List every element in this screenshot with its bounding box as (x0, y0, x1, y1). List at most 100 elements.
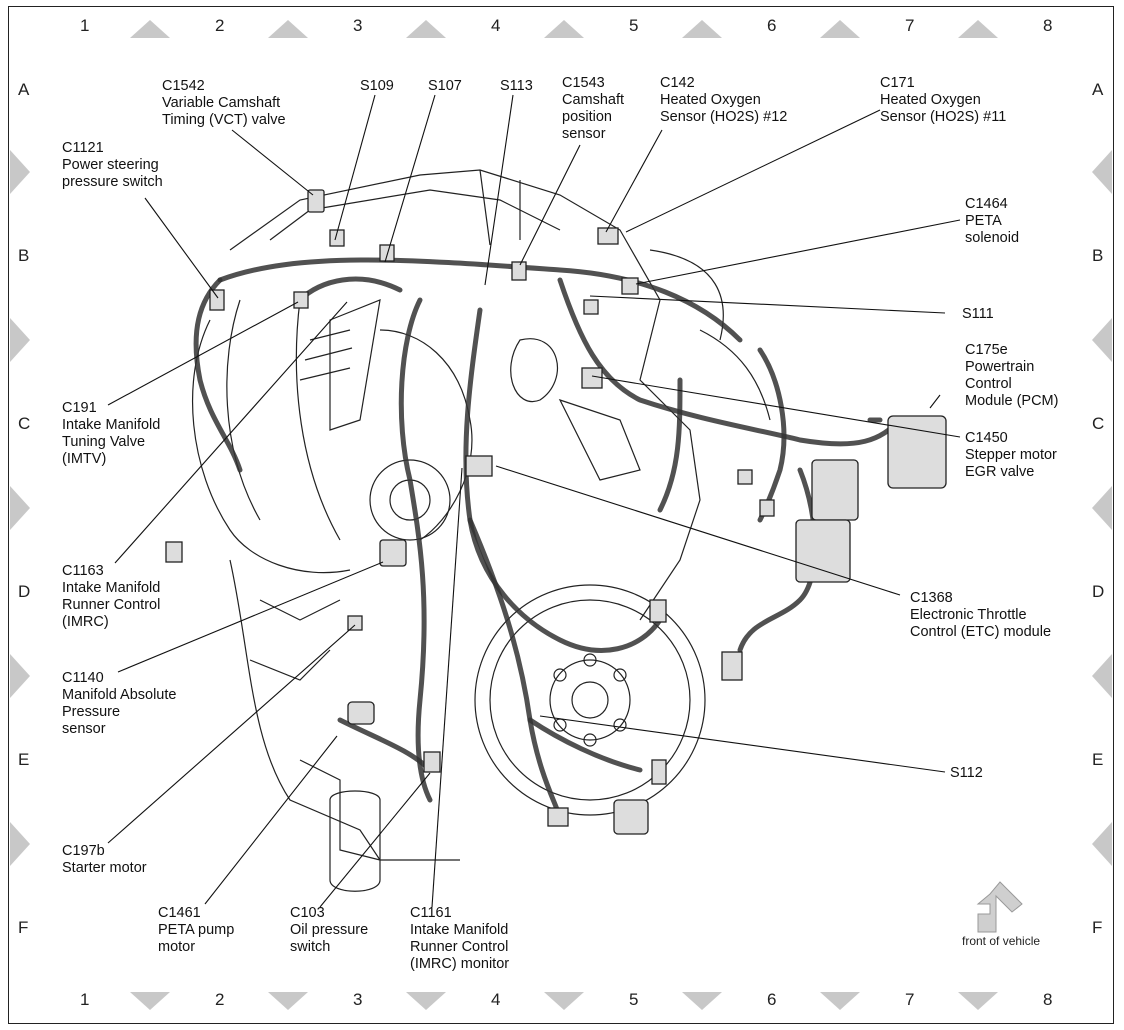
callout-c1543-line-4: sensor (562, 126, 606, 142)
callout-c1450-line-3: EGR valve (965, 464, 1035, 480)
callout-c1161-line-4: (IMRC) monitor (410, 956, 510, 972)
grid-col-8-bottom: 8 (1043, 990, 1053, 1009)
grid-col-6-bottom: 6 (767, 990, 777, 1009)
grid-col-6-top: 6 (767, 16, 777, 35)
callout-c1140-line-1: C1140 (62, 670, 104, 686)
callout-s113-line-1: S113 (500, 78, 533, 94)
connectors (165, 189, 947, 835)
callout-c191-line-3: Tuning Valve (62, 434, 146, 450)
callout-c171-line-2: Heated Oxygen (880, 92, 981, 108)
grid-col-3-top: 3 (353, 16, 363, 35)
callout-c1161: C1161 Intake Manifold Runner Control (IM… (410, 905, 509, 973)
callout-c191-line-2: Intake Manifold (62, 417, 161, 433)
callout-c1121-line-3: pressure switch (62, 174, 163, 190)
grid-col-7-bottom: 7 (905, 990, 915, 1009)
callout-c1121-line-2: Power steering (62, 157, 159, 173)
callout-c103-line-1: C103 (290, 905, 325, 921)
border-diamond-markers (10, 20, 1112, 1010)
grid-row-d-left: D (18, 582, 31, 601)
grid-row-e-right: E (1092, 750, 1104, 769)
callout-c175e-line-1: C175e (965, 342, 1008, 358)
callout-s111: S111 (962, 306, 994, 323)
callout-s107: S107 (428, 78, 462, 95)
callout-c1368-line-1: C1368 (910, 590, 953, 606)
callout-c175e-line-4: Module (PCM) (965, 393, 1059, 409)
callout-c1542-line-2: Variable Camshaft (162, 95, 281, 111)
callout-c1140: C1140 Manifold Absolute Pressure sensor (62, 670, 176, 738)
grid-row-f-left: F (18, 918, 29, 937)
callout-c1163-line-4: (IMRC) (62, 614, 109, 630)
callout-c171: C171 Heated Oxygen Sensor (HO2S) #11 (880, 75, 1006, 126)
callout-c197b-line-1: C197b (62, 843, 105, 859)
callout-c1542: C1542 Variable Camshaft Timing (VCT) val… (162, 78, 286, 129)
callout-c1461-line-2: PETA pump (158, 922, 235, 938)
callout-s112-line-1: S112 (950, 765, 983, 781)
callout-c142: C142 Heated Oxygen Sensor (HO2S) #12 (660, 75, 787, 126)
callout-s112: S112 (950, 765, 983, 782)
callout-c175e-line-3: Control (965, 376, 1012, 392)
callout-c1368-line-3: Control (ETC) module (910, 624, 1052, 640)
callout-c1368: C1368 Electronic Throttle Control (ETC) … (910, 590, 1051, 641)
grid-row-f-right: F (1092, 918, 1103, 937)
callout-c1450-line-1: C1450 (965, 430, 1008, 446)
callout-c142-line-3: Sensor (HO2S) #12 (660, 109, 788, 125)
callout-c191-line-4: (IMTV) (62, 451, 107, 467)
callout-c142-line-2: Heated Oxygen (660, 92, 761, 108)
callout-c1450-line-2: Stepper motor (965, 447, 1057, 463)
callout-c1542-line-3: Timing (VCT) valve (162, 112, 286, 128)
callout-c197b-line-2: Starter motor (62, 860, 147, 876)
callout-c171-line-1: C171 (880, 75, 915, 91)
diagram-frame (8, 6, 1114, 1024)
callout-c1140-line-2: Manifold Absolute (62, 687, 177, 703)
callout-c103-line-2: Oil pressure (290, 922, 369, 938)
grid-col-4-bottom: 4 (491, 990, 501, 1009)
callout-c1161-line-3: Runner Control (410, 939, 509, 955)
grid-row-b-left: B (18, 246, 30, 265)
grid-row-a-left: A (18, 80, 30, 99)
callout-c191-line-1: C191 (62, 400, 97, 416)
grid-col-5-bottom: 5 (629, 990, 639, 1009)
grid-row-d-right: D (1092, 582, 1105, 601)
grid-col-2-top: 2 (215, 16, 225, 35)
callout-c142-line-1: C142 (660, 75, 695, 91)
callout-c1140-line-3: Pressure (62, 704, 121, 720)
callout-c191: C191 Intake Manifold Tuning Valve (IMTV) (62, 400, 160, 468)
callout-s107-line-1: S107 (428, 78, 462, 94)
callout-c1163-line-3: Runner Control (62, 597, 161, 613)
callout-c1542-line-1: C1542 (162, 78, 205, 94)
callout-c1121-line-1: C1121 (62, 140, 104, 156)
front-of-vehicle-label: front of vehicle (962, 934, 1041, 948)
front-of-vehicle-arrow-icon (976, 881, 1023, 933)
callout-c175e-line-2: Powertrain (965, 359, 1035, 375)
callout-c175e: C175e Powertrain Control Module (PCM) (965, 342, 1058, 410)
callout-c1464-line-1: C1464 (965, 196, 1008, 212)
callout-c1461-line-3: motor (158, 939, 196, 955)
callout-c1450: C1450 Stepper motor EGR valve (965, 430, 1057, 481)
grid-col-1-top: 1 (80, 16, 90, 35)
grid-col-2-bottom: 2 (215, 990, 225, 1009)
callout-c1461-line-1: C1461 (158, 905, 201, 921)
callout-c1140-line-4: sensor (62, 721, 106, 737)
callout-c1543-line-2: Camshaft (562, 92, 625, 108)
grid-col-3-bottom: 3 (353, 990, 363, 1009)
callout-c1368-line-2: Electronic Throttle (910, 607, 1027, 623)
callout-c1543: C1543 Camshaft position sensor (562, 75, 624, 143)
grid-row-c-right: C (1092, 414, 1105, 433)
grid-col-4-top: 4 (491, 16, 501, 35)
callout-c1464-line-2: PETA (965, 213, 1002, 229)
callout-c171-line-3: Sensor (HO2S) #11 (880, 109, 1007, 125)
callout-c1121: C1121 Power steering pressure switch (62, 140, 163, 191)
callout-c103: C103 Oil pressure switch (290, 905, 368, 956)
callout-c1543-line-3: position (562, 109, 612, 125)
grid-row-c-left: C (18, 414, 31, 433)
callout-c1163-line-2: Intake Manifold (62, 580, 161, 596)
callout-c197b: C197b Starter motor (62, 843, 147, 877)
callout-c1161-line-1: C1161 (410, 905, 452, 921)
leader-lines (107, 94, 961, 908)
callout-s109-line-1: S109 (360, 78, 394, 94)
callout-c103-line-3: switch (290, 939, 331, 955)
callout-c1464-line-3: solenoid (965, 230, 1020, 246)
callout-c1163: C1163 Intake Manifold Runner Control (IM… (62, 563, 160, 631)
